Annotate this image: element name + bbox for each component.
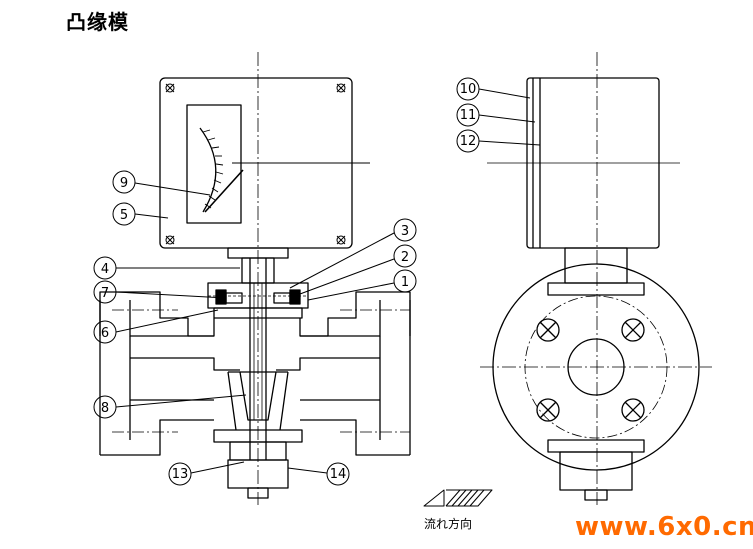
callout-7: 7 (101, 286, 109, 301)
callout-10: 10 (460, 82, 477, 97)
callout-13: 13 (172, 467, 189, 482)
callout-9: 9 (120, 176, 128, 191)
flow-direction-label: 流れ方向 (424, 516, 472, 531)
callout-1: 1 (401, 275, 409, 290)
callout-8: 8 (101, 401, 109, 416)
float (239, 371, 277, 421)
screw-heads (165, 83, 346, 245)
pointer (204, 169, 244, 213)
callout-11: 11 (460, 108, 477, 123)
page-title: 凸缘模 (66, 10, 129, 34)
front-view (99, 52, 411, 505)
meter-body (99, 291, 411, 337)
callout-3: 3 (401, 224, 409, 239)
indicator-window (186, 104, 242, 224)
scale-arc (199, 127, 217, 213)
watermark: www.6x0.cn (575, 512, 753, 542)
scale-ticks (202, 129, 224, 209)
callout-2: 2 (401, 250, 409, 265)
callout-12: 12 (460, 134, 477, 149)
callout-14: 14 (330, 467, 347, 482)
callout-6: 6 (101, 326, 109, 341)
callout-numbers: 1 2 3 4 5 6 7 8 9 10 11 12 13 14 (101, 82, 476, 482)
callout-5: 5 (120, 208, 128, 223)
bolt-holes (536, 318, 645, 422)
callouts (93, 77, 541, 486)
callout-4: 4 (101, 262, 109, 277)
flow-direction-symbol (423, 489, 493, 507)
side-view (480, 52, 712, 505)
